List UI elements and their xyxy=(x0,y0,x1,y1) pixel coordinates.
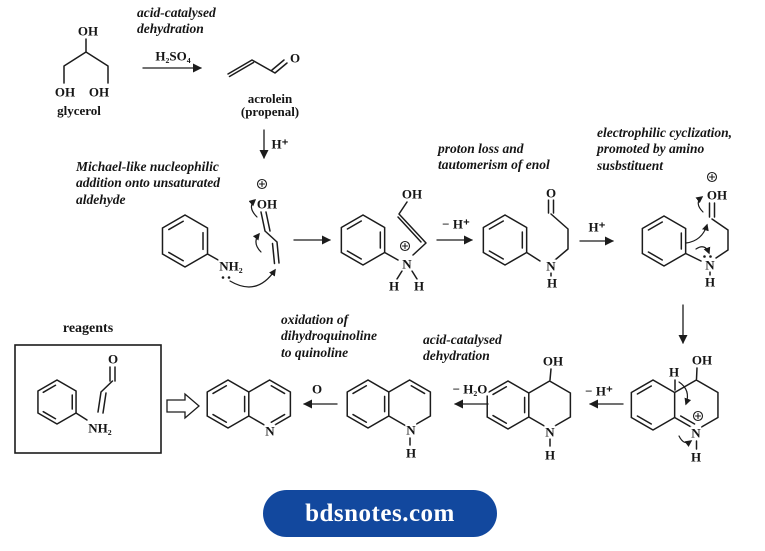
glycerol-oh-left-label: OH xyxy=(53,84,77,100)
enol-oh-label: OH xyxy=(400,186,424,202)
minus-h-plus-label-mid: − H⁺ xyxy=(441,216,471,232)
bdsnotes-site-button[interactable]: bdsnotes.com xyxy=(263,490,497,537)
propenal-name: (propenal) xyxy=(240,104,300,120)
annotation-oxidation: oxidation of dihydroquinoline to quinoli… xyxy=(281,312,378,360)
glycerol-oh-top-label: OH xyxy=(76,23,100,39)
quinoline-n-label: N xyxy=(264,423,276,439)
arenium-h-label: H xyxy=(667,364,681,380)
plus-charge-icon xyxy=(256,171,718,422)
acrolein-structure xyxy=(227,59,288,78)
aniline-nh2-label: NH₂ xyxy=(218,258,244,274)
anilinium-n-label: N xyxy=(401,256,413,272)
h2so4-label: H₂SO₄ xyxy=(154,48,192,64)
annotation-proton-loss: proton loss and tautomerism of enol xyxy=(438,141,550,173)
iminium-nh-label: H xyxy=(689,449,703,465)
quinolinol-n-label: N xyxy=(544,424,556,440)
protonated-acrolein-oh-label: OH xyxy=(255,196,279,212)
cyclization-precursor-structure xyxy=(641,196,729,277)
dihydroquinoline-structure xyxy=(346,379,432,446)
reagents-o-label: O xyxy=(106,351,120,367)
reagents-box xyxy=(14,344,162,454)
aldehyde-o-label: O xyxy=(544,185,558,201)
protonated-dihydroquinolinium-structure xyxy=(630,367,719,450)
tetrahydroquinolinol-structure xyxy=(486,368,572,447)
h-plus-label-mid: H⁺ xyxy=(587,219,607,235)
dihydroquinoline-n-label: N xyxy=(405,422,417,438)
oxidant-label: O xyxy=(310,381,324,397)
annotation-michael-addition: Michael-like nucleophilic addition onto … xyxy=(76,159,221,207)
anilinium-enol-structure xyxy=(340,201,427,280)
oxocarbenium-oh-label: OH xyxy=(705,187,729,203)
arenium-oh-label: OH xyxy=(690,352,714,368)
iminium-n-label: N xyxy=(690,425,702,441)
anilinopropanal-structure xyxy=(482,199,569,278)
annotation-electrophilic-cyclization: electrophilic cyclization, promoted by a… xyxy=(597,125,732,173)
protonated-acrolein-structure xyxy=(229,199,280,288)
anilinium-h-right-label: H xyxy=(412,278,426,294)
quinolinol-oh-label: OH xyxy=(541,353,565,369)
cyclization-n-label: N xyxy=(704,257,716,273)
cyclization-nh-label: H xyxy=(703,274,717,290)
quinoline-structure xyxy=(206,379,292,429)
annotation-acid-dehydration-bottom: acid-catalysed dehydration xyxy=(423,332,502,364)
h-plus-label-top: H⁺ xyxy=(270,136,290,152)
quinolinol-nh-label: H xyxy=(543,447,557,463)
reagents-nh2-label: NH₂ xyxy=(87,420,113,436)
anilinium-h-left-label: H xyxy=(387,278,401,294)
anilino-n-label: N xyxy=(545,258,557,274)
dihydroquinoline-nh-label: H xyxy=(404,445,418,461)
anilino-nh-label: H xyxy=(545,275,559,291)
open-result-arrow xyxy=(166,392,200,420)
acrolein-o-label: O xyxy=(288,50,302,66)
reagents-title: reagents xyxy=(62,321,114,336)
minus-h-plus-label-bottom: − H⁺ xyxy=(584,383,614,399)
aniline-structure xyxy=(161,214,231,279)
glycerol-structure xyxy=(63,38,109,84)
glycerol-oh-right-label: OH xyxy=(87,84,111,100)
minus-h2o-label: − H₂O xyxy=(451,381,489,397)
glycerol-name: glycerol xyxy=(57,103,101,119)
acrolein-name: acrolein xyxy=(247,91,293,107)
bdsnotes-site-label: bdsnotes.com xyxy=(305,499,455,527)
annotation-acid-dehydration-top: acid-catalysed dehydration xyxy=(137,5,216,37)
